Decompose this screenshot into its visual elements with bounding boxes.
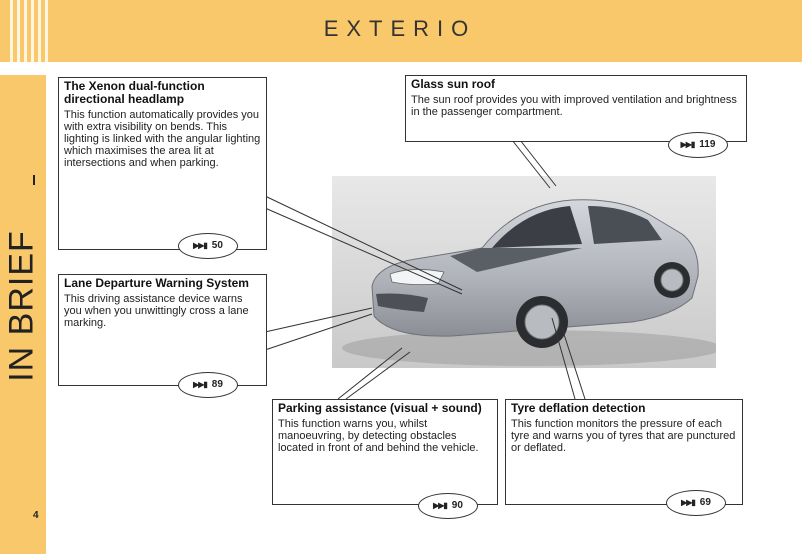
section-marker — [33, 175, 35, 185]
glass-sun-roof-box: Glass sun roof The sun roof provides you… — [405, 75, 747, 142]
header-band: EXTERIO — [0, 0, 802, 62]
page-ref-link[interactable]: ▶▶▮90 — [418, 493, 478, 519]
header-stripe — [10, 0, 13, 62]
fast-forward-icon: ▶▶▮ — [193, 380, 208, 389]
box-text: This driving assistance device warns you… — [64, 293, 249, 329]
box-title: Parking assistance (visual + sound) — [278, 401, 482, 415]
ref-page: 50 — [211, 240, 223, 251]
page-ref-link[interactable]: ▶▶▮89 — [178, 372, 238, 398]
tyre-deflation-box: Tyre deflation detection This function m… — [505, 399, 743, 505]
page-ref-link[interactable]: ▶▶▮50 — [178, 233, 238, 259]
car-photo — [332, 176, 722, 368]
page-number: 4 — [33, 510, 39, 521]
ref-page: 69 — [699, 497, 711, 508]
page-ref-link[interactable]: ▶▶▮69 — [666, 490, 726, 516]
box-text: This function automatically provides you… — [64, 109, 261, 169]
header-stripe — [24, 0, 27, 62]
fast-forward-icon: ▶▶▮ — [193, 241, 208, 250]
fast-forward-icon: ▶▶▮ — [680, 140, 696, 149]
header-stripe — [17, 0, 20, 62]
box-title: The Xenon dual-function directional head… — [64, 79, 205, 106]
parking-assistance-box: Parking assistance (visual + sound) This… — [272, 399, 498, 505]
ref-page: 89 — [211, 379, 223, 390]
box-text: This function warns you, whilst manoeuvr… — [278, 418, 479, 454]
xenon-headlamp-box: The Xenon dual-function directional head… — [58, 77, 267, 250]
header-stripe — [45, 0, 48, 62]
ref-page: 90 — [451, 500, 463, 511]
lane-departure-box: Lane Departure Warning System This drivi… — [58, 274, 267, 386]
ref-page: 119 — [699, 139, 716, 150]
page-ref-link[interactable]: ▶▶▮119 — [668, 132, 728, 158]
car-illustration — [332, 176, 722, 368]
page-title: EXTERIO — [323, 16, 477, 41]
header-stripe — [38, 0, 41, 62]
box-text: This function monitors the pressure of e… — [511, 418, 736, 454]
fast-forward-icon: ▶▶▮ — [433, 501, 448, 510]
fast-forward-icon: ▶▶▮ — [681, 498, 696, 507]
box-title: Tyre deflation detection — [511, 401, 646, 415]
box-text: The sun roof provides you with improved … — [411, 94, 737, 118]
header-stripe — [31, 0, 34, 62]
box-title: Glass sun roof — [411, 77, 496, 91]
sidebar — [0, 75, 46, 554]
box-title: Lane Departure Warning System — [64, 276, 249, 290]
